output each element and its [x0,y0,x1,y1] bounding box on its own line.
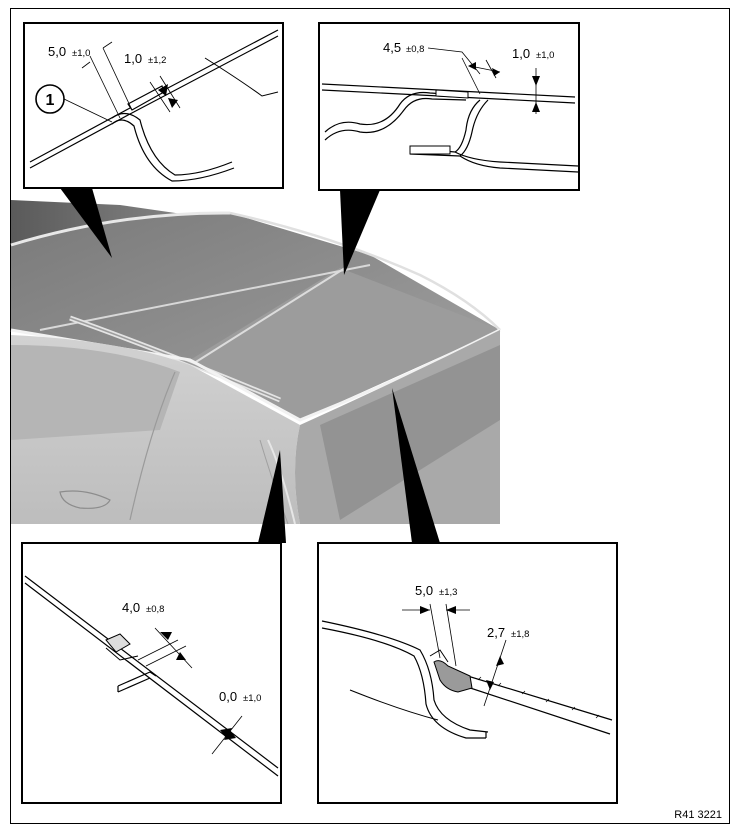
detail-bottom-left: 4,0 ±0,8 0,0 ±1,0 [21,542,282,804]
bottom-right-gap-tolerance: ±1,3 [439,587,457,598]
top-right-flush-value: 1,0 [512,46,530,61]
bottom-right-gap-value: 5,0 [415,583,433,598]
callout-number: 1 [46,92,55,109]
bottom-left-gap-value: 4,0 [122,600,140,615]
bottom-left-flush-value: 0,0 [219,689,237,704]
callout-circle [35,84,65,114]
top-left-gap-value: 5,0 [48,44,66,59]
top-right-flush-tolerance: ±1,0 [536,50,554,61]
detail-bottom-right: 5,0 ±1,3 2,7 ±1,8 [317,542,618,804]
bottom-right-flush-value: 2,7 [487,625,505,640]
top-right-gap-tolerance: ±0,8 [406,44,424,55]
top-left-flush-value: 1,0 [124,51,142,66]
top-left-gap-tolerance: ±1,0 [72,48,90,59]
figure-reference-code: R41 3221 [674,809,722,821]
car-roof-render [10,200,501,525]
detail-top-left: 1 5,0 ±1,0 1,0 ±1,2 [23,22,284,189]
bottom-right-flush-tolerance: ±1,8 [511,629,529,640]
top-right-gap-value: 4,5 [383,40,401,55]
top-left-flush-tolerance: ±1,2 [148,55,166,66]
detail-top-right: 4,5 ±0,8 1,0 ±1,0 [318,22,580,191]
callout-pointers [60,188,440,543]
bottom-left-gap-tolerance: ±0,8 [146,604,164,615]
bottom-left-flush-tolerance: ±1,0 [243,693,261,704]
